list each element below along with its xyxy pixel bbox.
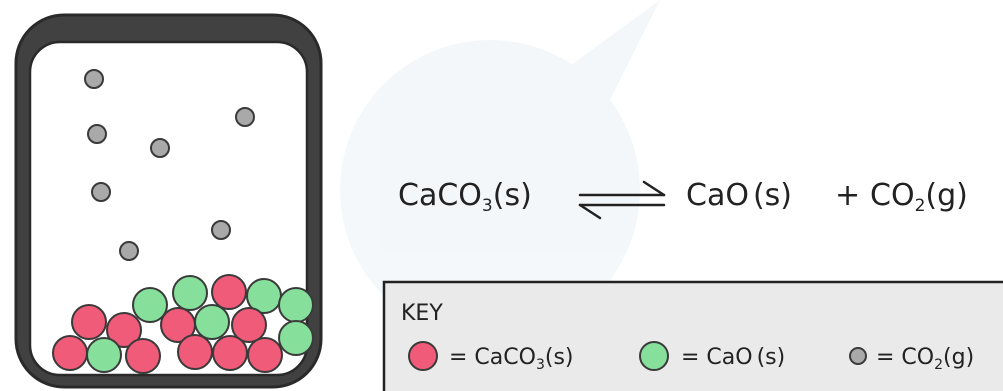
equilibrium-arrows-icon <box>578 180 666 220</box>
co2-particle <box>84 69 104 89</box>
watermark-logo <box>340 0 660 340</box>
key-swatch-co2 <box>849 347 867 365</box>
caco3-particle <box>212 335 248 371</box>
caco3-particle <box>52 335 88 371</box>
co2-particle <box>235 107 255 127</box>
caco3-particle <box>177 334 213 370</box>
key-label-caco3: = CaCO3(s) <box>449 345 574 373</box>
key-panel: KEY = CaCO3(s) = CaO(s) = CO2(g) <box>382 280 1003 391</box>
equation: CaCO3(s) CaO(s) + CO2(g) <box>398 178 968 220</box>
caco3-particle <box>106 312 142 348</box>
key-title: KEY <box>401 301 443 326</box>
cao-particle <box>86 337 122 373</box>
caco3-particle <box>231 307 267 343</box>
key-label-cao: = CaO(s) <box>681 345 785 370</box>
cao-particle <box>172 275 208 311</box>
co2-particle <box>91 182 111 202</box>
caco3-particle <box>247 337 283 373</box>
cao-particle <box>194 304 230 340</box>
caco3-particle <box>211 274 247 310</box>
equation-product-cao: CaO(s) <box>686 178 792 213</box>
cao-particle <box>278 320 314 356</box>
key-label-co2: = CO2(g) <box>876 345 974 373</box>
container <box>14 13 323 389</box>
co2-particle <box>211 220 231 240</box>
cao-particle <box>132 287 168 323</box>
equation-plus: + <box>835 178 860 213</box>
particles <box>52 69 314 374</box>
co2-particle <box>87 124 107 144</box>
key-swatch-caco3 <box>408 341 438 371</box>
equation-reactant: CaCO3(s) <box>398 178 532 216</box>
caco3-particle <box>125 338 161 374</box>
co2-particle <box>150 138 170 158</box>
co2-particle <box>119 241 139 261</box>
equation-product-co2: CO2(g) <box>870 178 968 216</box>
key-swatch-cao <box>639 341 669 371</box>
caco3-particle <box>71 304 107 340</box>
key-box <box>382 280 1003 391</box>
cao-particle <box>278 287 314 323</box>
